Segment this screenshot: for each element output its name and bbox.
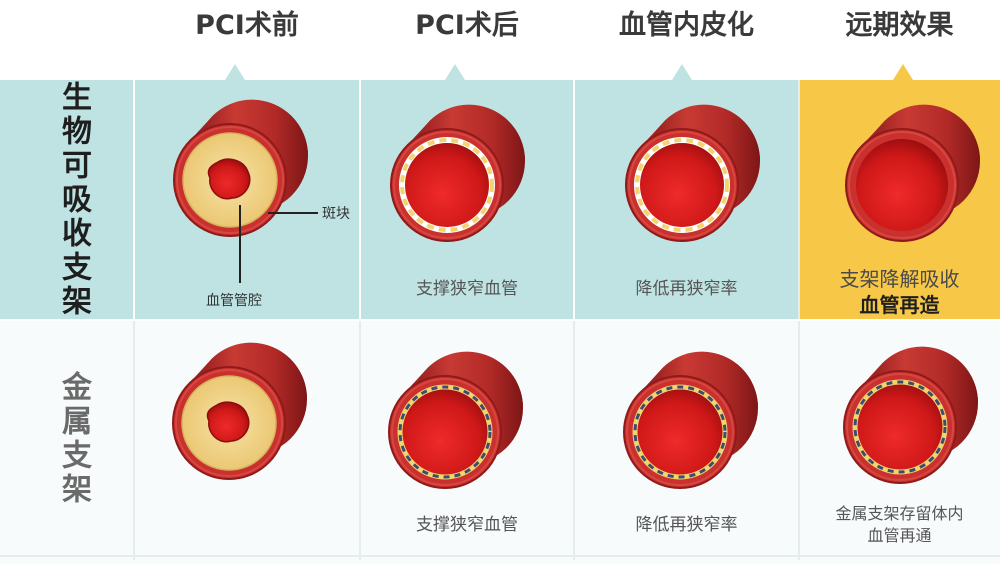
- caption-metal-long-term-line2: 血管再通: [867, 526, 932, 545]
- vessel-metal-post-pci: [388, 351, 524, 489]
- vessel-metal-pre-pci: [172, 342, 308, 480]
- caption-metal-post-pci: 支撑狭窄血管: [416, 515, 518, 535]
- plaque-label: 斑块: [322, 206, 350, 222]
- vessel-metal-endothelialization: [623, 351, 759, 489]
- caption-bio-long-term-line2: 血管再造: [859, 293, 940, 317]
- narrowed-lumen-icon: [206, 401, 250, 443]
- row-label-bioresorbable: 生物可吸收支架: [14, 80, 132, 320]
- open-lumen-icon: [636, 139, 728, 231]
- column-title-pre-pci: PCI术前: [195, 10, 299, 41]
- open-lumen-icon: [634, 386, 726, 478]
- column-title-post-pci: PCI术后: [415, 10, 519, 41]
- pointer-triangle-icon: [893, 64, 913, 80]
- lumen-label: 血管管腔: [206, 293, 262, 309]
- caption-metal-long-term: 金属支架存留体内 血管再通: [799, 503, 1000, 547]
- caption-bio-endothelialization: 降低再狭窄率: [635, 279, 738, 299]
- row-label-metal: 金属支架: [14, 321, 132, 556]
- narrowed-lumen-icon: [207, 158, 251, 200]
- open-lumen-icon: [399, 386, 491, 478]
- open-lumen-icon: [401, 139, 493, 231]
- caption-metal-long-term-line1: 金属支架存留体内: [835, 504, 964, 523]
- caption-bio-long-term-line1: 支架降解吸收: [839, 267, 960, 291]
- caption-bio-long-term: 支架降解吸收 血管再造: [799, 266, 1000, 318]
- row-label-metal-text: 金属支架: [56, 370, 91, 507]
- column-title-long-term: 远期效果: [845, 10, 954, 41]
- vessel-metal-long-term: [843, 346, 979, 484]
- open-lumen-icon: [856, 139, 948, 231]
- vessel-bio-pre-pci: [173, 99, 309, 237]
- column-title-endothelialization: 血管内皮化: [619, 10, 754, 41]
- vessel-bio-endothelialization: [625, 104, 761, 242]
- vessel-bio-post-pci: [390, 104, 526, 242]
- caption-metal-endothelialization: 降低再狭窄率: [635, 515, 738, 535]
- caption-bio-post-pci: 支撑狭窄血管: [416, 279, 518, 299]
- open-lumen-icon: [854, 381, 946, 473]
- pointer-triangle-icon: [672, 64, 692, 80]
- pointer-triangle-icon: [445, 64, 465, 80]
- vessel-bio-long-term: [845, 104, 981, 242]
- row-label-bioresorbable-text: 生物可吸收支架: [56, 81, 91, 319]
- pointer-triangle-icon: [225, 64, 245, 80]
